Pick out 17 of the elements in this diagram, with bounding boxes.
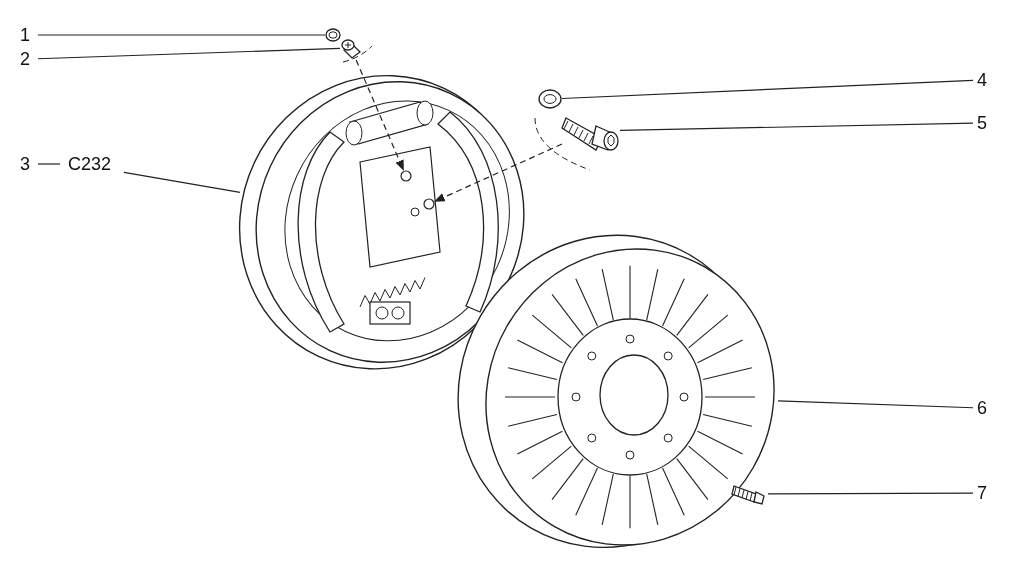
assembly-arrow [434, 143, 563, 202]
callout-number: 3 [20, 153, 30, 175]
callout-number: 7 [977, 482, 987, 504]
leader-line [767, 492, 974, 495]
callout-number: 1 [20, 24, 30, 46]
leader-line [561, 79, 974, 100]
callout-number: 5 [977, 112, 987, 134]
leader-line [123, 171, 241, 193]
leader-line [777, 400, 974, 409]
assembly-arrow [355, 59, 405, 171]
callout-number: 6 [977, 397, 987, 419]
leader-line [619, 122, 974, 131]
callout-number: 4 [977, 69, 987, 91]
leader-line [37, 47, 341, 60]
callout-number: C232 [68, 153, 112, 175]
callout-number: 2 [20, 48, 30, 70]
leader-line [37, 34, 326, 36]
